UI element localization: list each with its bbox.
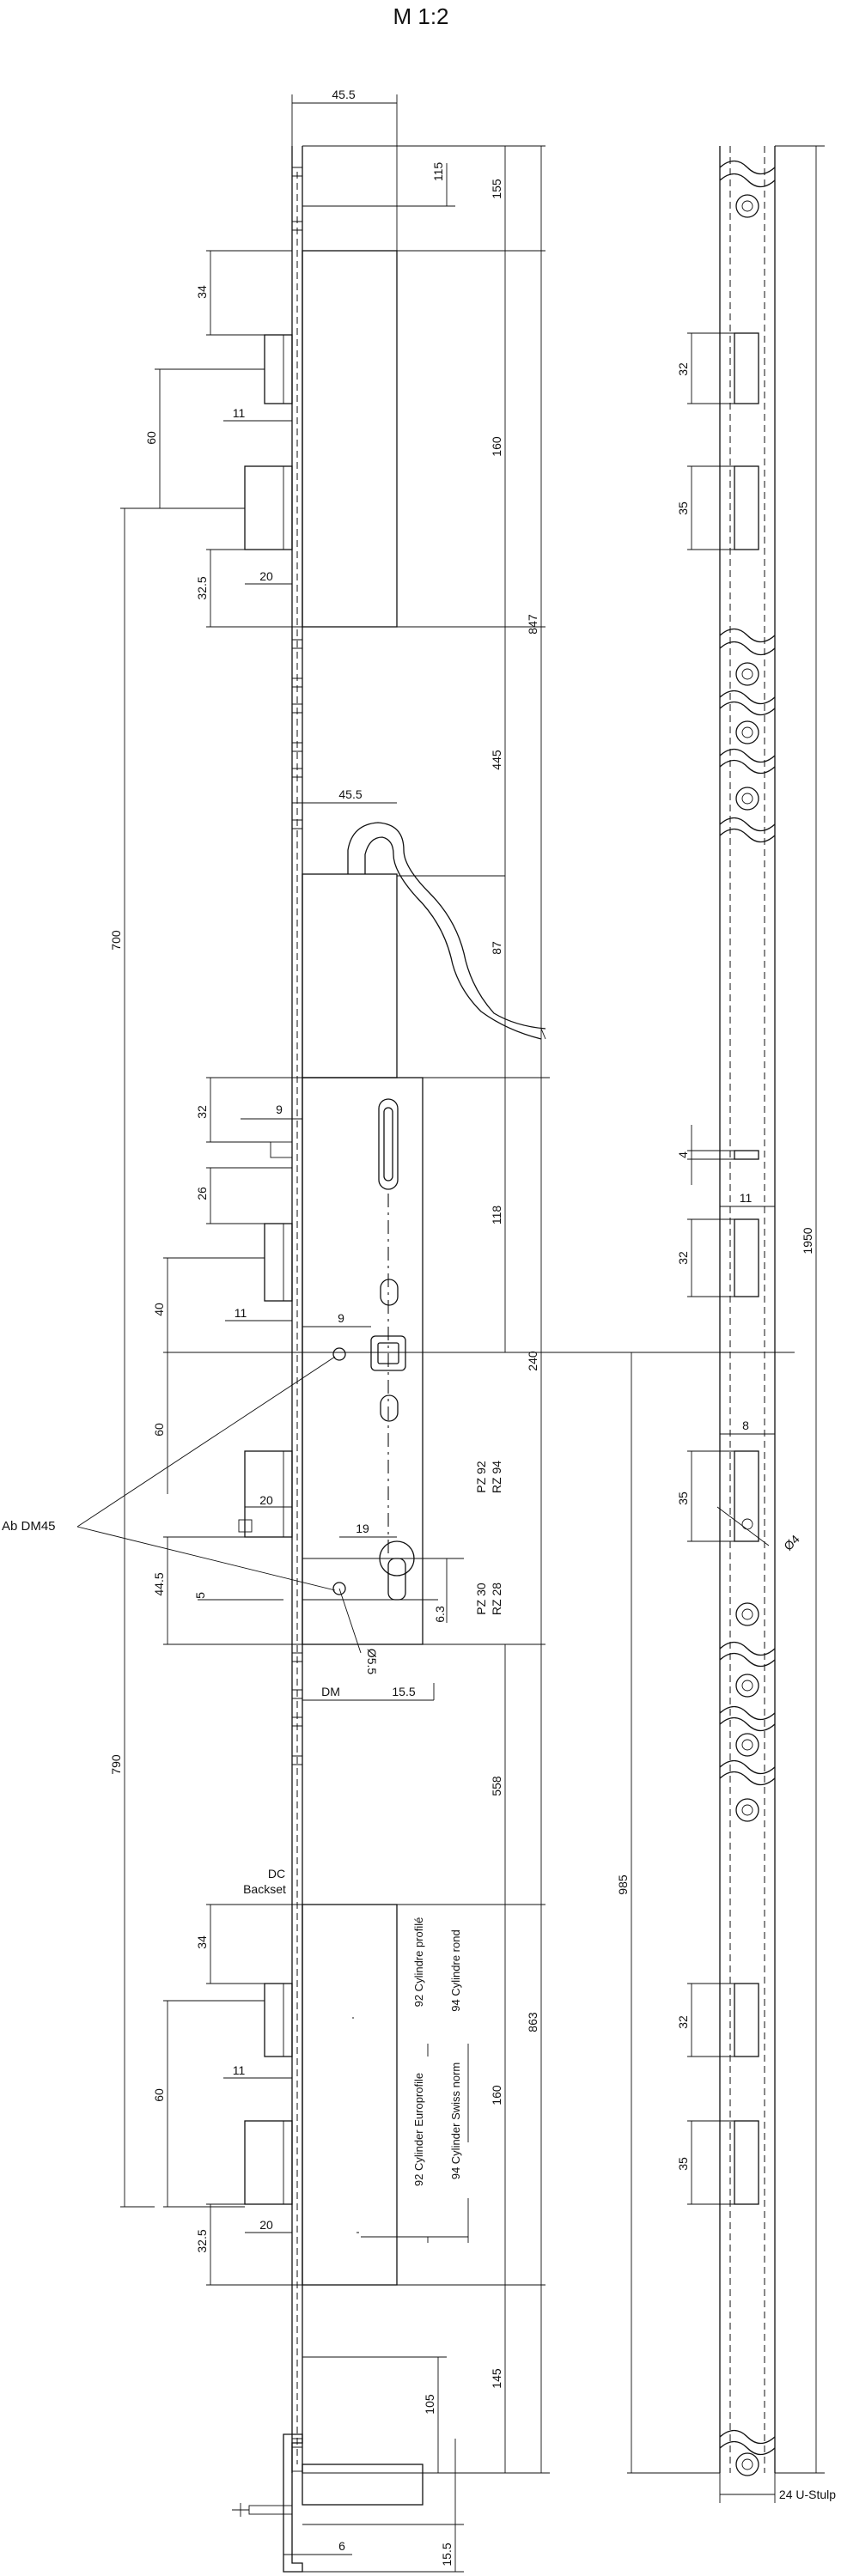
svg-text:26: 26 bbox=[195, 1187, 209, 1200]
svg-text:32: 32 bbox=[195, 1105, 209, 1119]
svg-text:PZ 92: PZ 92 bbox=[474, 1461, 488, 1493]
svg-text:35: 35 bbox=[676, 501, 690, 515]
svg-text:445: 445 bbox=[490, 750, 503, 770]
svg-text:Ø5.5: Ø5.5 bbox=[365, 1649, 379, 1675]
svg-text:11: 11 bbox=[235, 1306, 247, 1320]
svg-text:35: 35 bbox=[676, 2157, 690, 2171]
svg-text:20: 20 bbox=[259, 1493, 273, 1507]
bottom-section-view: 6 15.5 bbox=[232, 2433, 464, 2573]
left-lower-dimensions: 790 558 DC Backset bbox=[109, 1352, 545, 2208]
left-faceplate bbox=[291, 146, 303, 2473]
left-middle-housing bbox=[302, 822, 546, 1078]
svg-text:6: 6 bbox=[338, 2539, 345, 2553]
svg-text:19: 19 bbox=[356, 1522, 369, 1535]
svg-text:60: 60 bbox=[144, 431, 158, 445]
svg-text:PZ 30: PZ 30 bbox=[474, 1583, 488, 1615]
svg-text:60: 60 bbox=[152, 2088, 166, 2102]
svg-text:160: 160 bbox=[490, 436, 503, 457]
left-bottom-lock-body: 92 Cylindre profilé 94 Cylindre rond 92 … bbox=[244, 1904, 545, 2286]
svg-text:45.5: 45.5 bbox=[338, 787, 362, 801]
svg-text:558: 558 bbox=[490, 1776, 503, 1796]
svg-text:5: 5 bbox=[193, 1592, 207, 1599]
svg-text:15.5: 15.5 bbox=[392, 1685, 415, 1698]
svg-text:32: 32 bbox=[676, 2015, 690, 2029]
svg-text:32: 32 bbox=[676, 362, 690, 376]
svg-text:60: 60 bbox=[152, 1423, 166, 1437]
svg-text:DM: DM bbox=[321, 1685, 340, 1698]
svg-text:RZ 94: RZ 94 bbox=[490, 1461, 503, 1493]
svg-text:847: 847 bbox=[526, 614, 539, 635]
left-main-lock-body bbox=[163, 1077, 795, 1645]
svg-text:11: 11 bbox=[740, 1191, 753, 1205]
svg-text:34: 34 bbox=[195, 1935, 209, 1949]
svg-text:40: 40 bbox=[152, 1303, 166, 1316]
svg-text:87: 87 bbox=[490, 941, 503, 955]
svg-text:94 Cylinder Swiss norm: 94 Cylinder Swiss norm bbox=[449, 2063, 462, 2180]
left-bottom-lock-dimensions: 34 60 11 20 32.5 160 863 145 105 bbox=[152, 1644, 550, 2474]
svg-text:8: 8 bbox=[742, 1419, 749, 1432]
svg-text:240: 240 bbox=[526, 1351, 539, 1371]
left-top-dimensions: 45.5 115 155 34 60 11 20 32.5 160 bbox=[144, 88, 545, 628]
svg-text:35: 35 bbox=[676, 1492, 690, 1505]
svg-text:32: 32 bbox=[676, 1251, 690, 1265]
dim-700: 700 bbox=[109, 507, 155, 1352]
right-faceplate bbox=[719, 146, 776, 2473]
svg-text:32.5: 32.5 bbox=[195, 2229, 209, 2252]
svg-text:20: 20 bbox=[259, 2218, 273, 2232]
svg-text:34: 34 bbox=[195, 285, 209, 299]
svg-text:6.3: 6.3 bbox=[433, 1606, 447, 1623]
svg-text:9: 9 bbox=[338, 1311, 344, 1325]
svg-text:160: 160 bbox=[490, 2085, 503, 2105]
svg-text:105: 105 bbox=[423, 2394, 436, 2415]
svg-text:DC: DC bbox=[268, 1867, 285, 1880]
svg-text:118: 118 bbox=[490, 1206, 503, 1225]
svg-text:790: 790 bbox=[109, 1754, 123, 1775]
svg-text:145: 145 bbox=[490, 2368, 503, 2389]
svg-text:985: 985 bbox=[616, 1874, 630, 1895]
svg-text:115: 115 bbox=[431, 162, 445, 182]
svg-text:9: 9 bbox=[276, 1103, 283, 1116]
svg-text:Ø4: Ø4 bbox=[781, 1532, 802, 1553]
scale-label: M 1:2 bbox=[393, 3, 448, 29]
svg-text:11: 11 bbox=[233, 406, 246, 420]
left-right-dimension-chain: 847 445 45.5 87 bbox=[292, 146, 550, 1078]
svg-text:44.5: 44.5 bbox=[152, 1572, 166, 1595]
svg-text:700: 700 bbox=[109, 930, 123, 951]
svg-text:Backset: Backset bbox=[243, 1882, 286, 1896]
right-slots bbox=[734, 332, 759, 2205]
svg-text:24 U-Stulp: 24 U-Stulp bbox=[779, 2488, 836, 2501]
svg-text:15.5: 15.5 bbox=[440, 2543, 454, 2566]
right-dimensions: 32 35 4 11 32 8 35 Ø4 1950 985 32 35 24 … bbox=[616, 145, 836, 2503]
svg-text:155: 155 bbox=[490, 179, 503, 199]
svg-text:4: 4 bbox=[676, 1151, 690, 1158]
svg-text:11: 11 bbox=[233, 2063, 246, 2077]
svg-text:863: 863 bbox=[526, 2012, 539, 2032]
ab-dm45-label: Ab DM45 bbox=[2, 1519, 56, 1534]
svg-text:94 Cylindre rond: 94 Cylindre rond bbox=[449, 1929, 462, 2011]
svg-text:32.5: 32.5 bbox=[195, 576, 209, 599]
svg-text:92 Cylinder Europrofile: 92 Cylinder Europrofile bbox=[412, 2073, 425, 2186]
right-screw-holes bbox=[735, 194, 759, 2476]
left-main-lock-dimensions: 32 9 26 40 11 9 118 240 PZ 92 RZ 94 PZ 3… bbox=[2, 1077, 545, 1701]
svg-text:RZ 28: RZ 28 bbox=[490, 1583, 503, 1615]
svg-text:92 Cylindre profilé: 92 Cylindre profilé bbox=[412, 1917, 425, 2008]
svg-text:20: 20 bbox=[259, 569, 273, 583]
svg-text:1950: 1950 bbox=[801, 1227, 814, 1254]
svg-text:45.5: 45.5 bbox=[332, 88, 355, 101]
